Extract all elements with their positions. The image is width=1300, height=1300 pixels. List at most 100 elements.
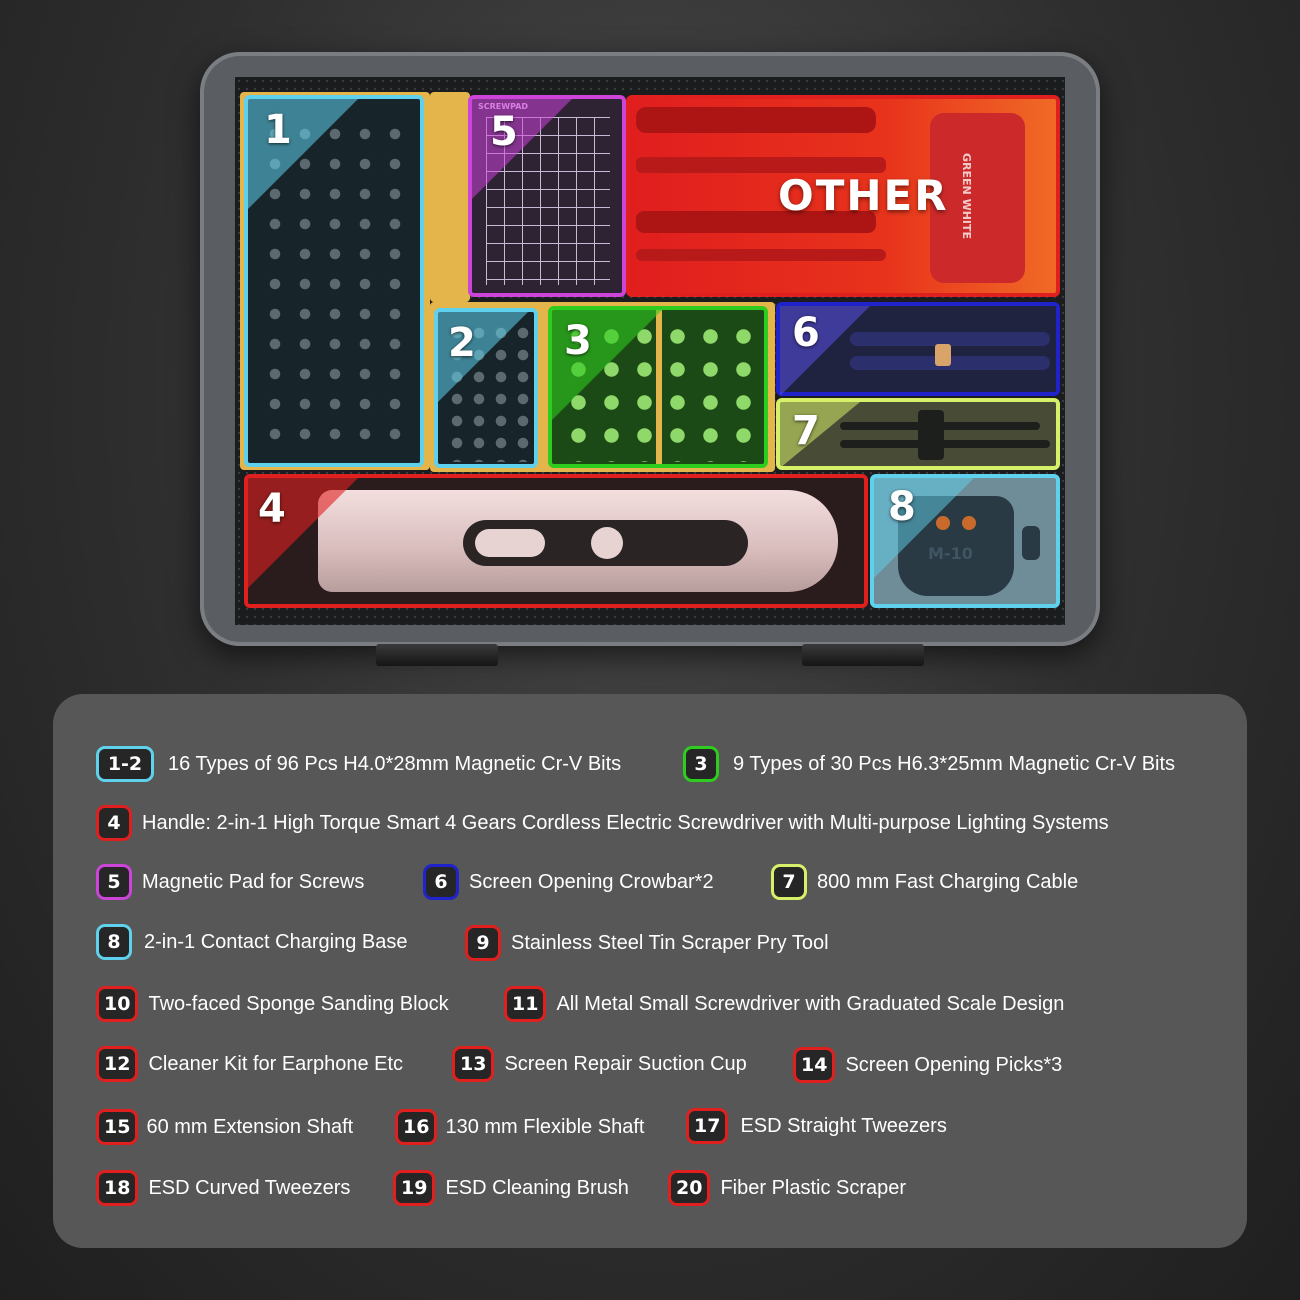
zone-number: 1: [264, 107, 292, 153]
legend-item-4: 4 Handle: 2-in-1 High Torque Smart 4 Gea…: [96, 805, 1109, 841]
legend-label: Screen Opening Picks*3: [845, 1053, 1063, 1076]
legend-label: ESD Cleaning Brush: [445, 1176, 629, 1199]
legend-item-16: 16 130 mm Flexible Shaft: [395, 1109, 644, 1145]
zone-5-magnetic-pad: SCREWPAD 5: [468, 95, 626, 297]
power-button: [591, 527, 623, 559]
legend-item-14: 14 Screen Opening Picks*3: [793, 1047, 1062, 1083]
legend-badge: 8: [96, 924, 132, 960]
legend-badge: 15: [96, 1109, 139, 1145]
legend-item-10: 10 Two-faced Sponge Sanding Block: [96, 986, 449, 1022]
cable-connector: [918, 410, 944, 460]
legend-label: Fiber Plastic Scraper: [720, 1176, 907, 1199]
legend-badge: 9: [465, 925, 501, 961]
legend-item-19: 19 ESD Cleaning Brush: [393, 1170, 629, 1206]
zone-3-bits: 3: [548, 306, 768, 468]
legend-badge: 6: [423, 864, 459, 900]
zone-8-charging-base: M-10 8: [870, 474, 1060, 608]
tool-shape: [636, 157, 886, 173]
legend-badge: 19: [393, 1170, 436, 1206]
legend-item-15: 15 60 mm Extension Shaft: [96, 1109, 353, 1145]
zone-number: 7: [792, 408, 820, 454]
legend-label: ESD Curved Tweezers: [148, 1176, 351, 1199]
zone-number: 8: [888, 484, 916, 530]
legend-item-18: 18 ESD Curved Tweezers: [96, 1170, 350, 1206]
control-panel: [463, 520, 748, 566]
legend-item-8: 8 2-in-1 Contact Charging Base: [96, 924, 407, 960]
legend-label: 800 mm Fast Charging Cable: [817, 870, 1079, 893]
zone-highlight: [438, 312, 528, 402]
usb-c-port: [1022, 526, 1040, 560]
legend-label: Screen Opening Crowbar*2: [469, 870, 714, 893]
zone-highlight: [780, 306, 870, 396]
legend-badge: 13: [452, 1046, 495, 1082]
legend-label: 130 mm Flexible Shaft: [445, 1115, 645, 1138]
zone-1-bits: 1: [244, 95, 424, 467]
tweezers-holder: GREEN WHITE: [930, 113, 1025, 283]
zone-highlight: [248, 478, 358, 588]
legend-label: Stainless Steel Tin Scraper Pry Tool: [511, 931, 829, 954]
contents-legend: 1-2 16 Types of 96 Pcs H4.0*28mm Magneti…: [53, 694, 1247, 1248]
other-label: OTHER: [778, 171, 949, 220]
zone-6-crowbar: 6: [776, 302, 1060, 396]
legend-badge: 11: [504, 986, 547, 1022]
legend-badge: 17: [686, 1108, 729, 1144]
legend-label: Handle: 2-in-1 High Torque Smart 4 Gears…: [142, 811, 1109, 834]
legend-badge: 18: [96, 1170, 139, 1206]
zone-highlight: [780, 402, 860, 468]
legend-badge: 14: [793, 1047, 836, 1083]
zone-other-tools: GREEN WHITE OTHER: [626, 95, 1060, 297]
zone-number: 5: [490, 109, 518, 155]
legend-item-7: 7 800 mm Fast Charging Cable: [771, 864, 1078, 900]
cable-coil: [840, 440, 1050, 448]
legend-label: Two-faced Sponge Sanding Block: [148, 992, 449, 1015]
tool-shape: [636, 107, 876, 133]
zone-2-bits: 2: [434, 308, 538, 468]
legend-badge: 5: [96, 864, 132, 900]
zone-number: 4: [258, 486, 286, 532]
legend-label: All Metal Small Screwdriver with Graduat…: [556, 992, 1065, 1015]
legend-item-11: 11 All Metal Small Screwdriver with Grad…: [504, 986, 1064, 1022]
legend-item-1-2: 1-2 16 Types of 96 Pcs H4.0*28mm Magneti…: [96, 746, 621, 782]
legend-item-13: 13 Screen Repair Suction Cup: [452, 1046, 747, 1082]
case-latch-left: [376, 644, 498, 666]
legend-item-5: 5 Magnetic Pad for Screws: [96, 864, 364, 900]
zone-number: 2: [448, 320, 476, 366]
zone-highlight: [248, 99, 358, 209]
legend-badge: 10: [96, 986, 139, 1022]
legend-badge: 4: [96, 805, 132, 841]
gear-button: [475, 529, 545, 557]
electric-screwdriver: [318, 490, 838, 592]
legend-label: 9 Types of 30 Pcs H6.3*25mm Magnetic Cr-…: [733, 752, 1176, 775]
zone-highlight: [874, 478, 974, 578]
legend-badge: 1-2: [96, 746, 154, 782]
legend-item-12: 12 Cleaner Kit for Earphone Etc: [96, 1046, 403, 1082]
legend-item-20: 20 Fiber Plastic Scraper: [668, 1170, 906, 1206]
legend-badge: 20: [668, 1170, 711, 1206]
zone-highlight: [552, 310, 662, 420]
legend-item-3: 3 9 Types of 30 Pcs H6.3*25mm Magnetic C…: [683, 746, 1175, 782]
zone-7-cable: 7: [776, 398, 1060, 470]
legend-label: Magnetic Pad for Screws: [142, 870, 365, 893]
holder-text: GREEN WHITE: [960, 153, 973, 240]
zone-number: 3: [564, 318, 592, 364]
legend-label: Cleaner Kit for Earphone Etc: [148, 1052, 404, 1075]
crowbar: [850, 332, 1050, 346]
legend-badge: 12: [96, 1046, 139, 1082]
legend-label: 60 mm Extension Shaft: [146, 1115, 354, 1138]
tool-shape: [636, 211, 876, 233]
zone-4-screwdriver: 4: [244, 474, 868, 608]
zone-highlight: [472, 99, 572, 199]
legend-label: ESD Straight Tweezers: [740, 1114, 947, 1137]
legend-item-17: 17 ESD Straight Tweezers: [686, 1108, 947, 1144]
yellow-tray-strip: [430, 92, 470, 302]
legend-label: Screen Repair Suction Cup: [504, 1052, 747, 1075]
crowbar-knob: [935, 344, 951, 366]
legend-label: 16 Types of 96 Pcs H4.0*28mm Magnetic Cr…: [168, 752, 622, 775]
legend-item-6: 6 Screen Opening Crowbar*2: [423, 864, 714, 900]
legend-badge: 16: [395, 1109, 438, 1145]
case-latch-right: [802, 644, 924, 666]
legend-label: 2-in-1 Contact Charging Base: [144, 930, 408, 953]
zone-number: 6: [792, 310, 820, 356]
legend-badge: 7: [771, 864, 807, 900]
tool-shape: [636, 249, 886, 261]
